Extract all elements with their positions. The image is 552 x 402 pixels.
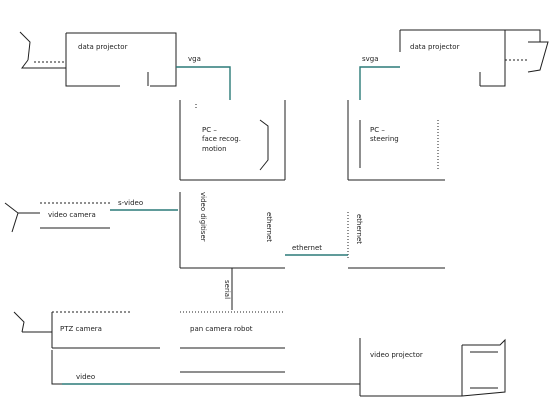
- video-projector-label: video projector: [370, 351, 423, 359]
- data-projector-left-node: [19, 31, 177, 87]
- video-projector-node: [359, 338, 506, 397]
- ethernet-right-label: ethernet: [355, 214, 363, 245]
- pc-steering-label: PC –steering: [370, 126, 399, 144]
- pc-face-node: [179, 100, 286, 181]
- video-digitiser-label: video digitiser: [199, 192, 207, 242]
- video-bottom-line: [51, 350, 360, 385]
- pc-steering-node: [347, 100, 445, 181]
- data-projector-left-label: data projector: [78, 43, 128, 51]
- ethernet-left-label: ethernet: [265, 212, 273, 243]
- pan-tilt-label: pan camera robot: [190, 325, 253, 333]
- data-projector-right-node: [399, 29, 549, 87]
- s-video-edge-label: s-video: [118, 199, 144, 207]
- video-camera-node: [4, 202, 110, 233]
- serial-label: serial: [223, 280, 231, 300]
- vga-right-edge: [359, 66, 400, 100]
- vga-left-edge-label: vga: [188, 55, 201, 63]
- video-edge-label: video: [76, 373, 96, 381]
- pc-face-label: PC –face recog.motion: [202, 126, 241, 153]
- ptz-camera-label: PTZ camera: [60, 325, 102, 333]
- video-camera-label: video camera: [48, 211, 96, 219]
- vga-left-edge: [176, 66, 231, 100]
- vga-right-edge-label: svga: [362, 55, 379, 63]
- ptz-camera-node: [13, 311, 160, 349]
- ethernet-edge-label: ethernet: [292, 244, 323, 252]
- data-projector-right-label: data projector: [410, 43, 460, 51]
- ethernet-right-column: [347, 212, 445, 269]
- pan-tilt-node: [180, 311, 285, 373]
